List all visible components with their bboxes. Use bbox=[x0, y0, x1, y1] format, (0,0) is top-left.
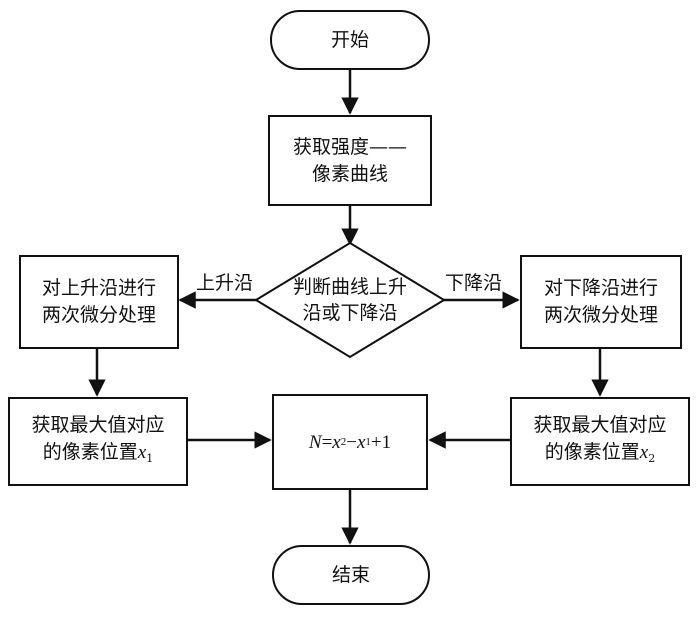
right-result-sub: 2 bbox=[648, 451, 656, 465]
formula-plus-one: +1 bbox=[370, 431, 392, 453]
rising-process-line1: 对上升沿进行 bbox=[41, 277, 156, 299]
formula-x2: x bbox=[332, 431, 341, 453]
formula-x1-sub: 1 bbox=[365, 435, 371, 448]
right-max-position-box: 获取最大值对应 的像素位置x2 bbox=[510, 397, 690, 486]
left-result-line2: 的像素位置x1 bbox=[43, 439, 153, 472]
formula-x1: x bbox=[356, 431, 366, 453]
formula-x2-sub: 2 bbox=[340, 435, 347, 448]
left-result-line1: 获取最大值对应 bbox=[31, 413, 165, 436]
right-result-line1: 获取最大值对应 bbox=[533, 413, 667, 436]
right-result-var: x bbox=[639, 441, 649, 463]
decision-text: 判断曲线上升 沿或下降沿 bbox=[270, 270, 430, 330]
acquire-curve-box: 获取强度—— 像素曲线 bbox=[268, 115, 432, 206]
right-result-line2: 的像素位置x2 bbox=[545, 439, 655, 472]
left-max-position-box: 获取最大值对应 的像素位置x1 bbox=[8, 397, 188, 486]
falling-edge-label: 下降沿 bbox=[445, 272, 503, 294]
rising-edge-process-box: 对上升沿进行 两次微分处理 bbox=[19, 255, 179, 349]
formula-n: N bbox=[308, 431, 322, 453]
right-result-prefix: 的像素位置 bbox=[544, 440, 640, 463]
acquire-curve-line1: 获取强度—— bbox=[292, 135, 407, 158]
decision-diamond bbox=[254, 241, 446, 359]
decision-line2: 沿或下降沿 bbox=[302, 302, 398, 324]
left-result-var: x bbox=[137, 441, 147, 463]
start-terminal: 开始 bbox=[270, 10, 430, 70]
end-terminal: 结束 bbox=[272, 545, 430, 605]
falling-process-line1: 对下降沿进行 bbox=[543, 277, 658, 299]
formula-minus: − bbox=[346, 431, 357, 453]
rising-process-line2: 两次微分处理 bbox=[41, 304, 156, 326]
decision-line1: 判断曲线上升 bbox=[292, 276, 407, 298]
acquire-curve-line2: 像素曲线 bbox=[311, 162, 388, 185]
falling-process-line2: 两次微分处理 bbox=[543, 304, 658, 326]
left-result-prefix: 的像素位置 bbox=[42, 440, 138, 463]
start-label: 开始 bbox=[330, 28, 369, 51]
left-result-sub: 1 bbox=[146, 451, 154, 465]
formula-equals: = bbox=[321, 431, 333, 453]
falling-edge-process-box: 对下降沿进行 两次微分处理 bbox=[520, 255, 682, 349]
rising-edge-label: 上升沿 bbox=[196, 272, 254, 294]
end-label: 结束 bbox=[331, 563, 370, 586]
